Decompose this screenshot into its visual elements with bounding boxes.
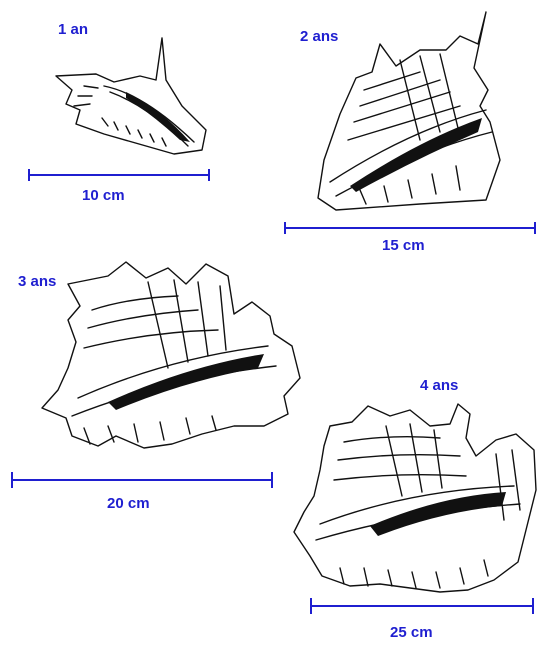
conch-shell-2-icon <box>300 10 506 216</box>
scale-bar-3 <box>10 471 274 489</box>
conch-shell-1-icon <box>44 30 214 160</box>
scale-bar-4 <box>309 597 535 615</box>
scale-bar-1 <box>27 168 211 182</box>
scale-bar-2 <box>283 221 537 235</box>
size-label-1: 10 cm <box>82 188 125 203</box>
conch-shell-3-icon <box>38 258 306 464</box>
conch-shell-4-icon <box>290 400 538 596</box>
age-label-4: 4 ans <box>420 378 458 393</box>
size-label-3: 20 cm <box>107 496 150 511</box>
size-label-4: 25 cm <box>390 625 433 640</box>
size-label-2: 15 cm <box>382 238 425 253</box>
